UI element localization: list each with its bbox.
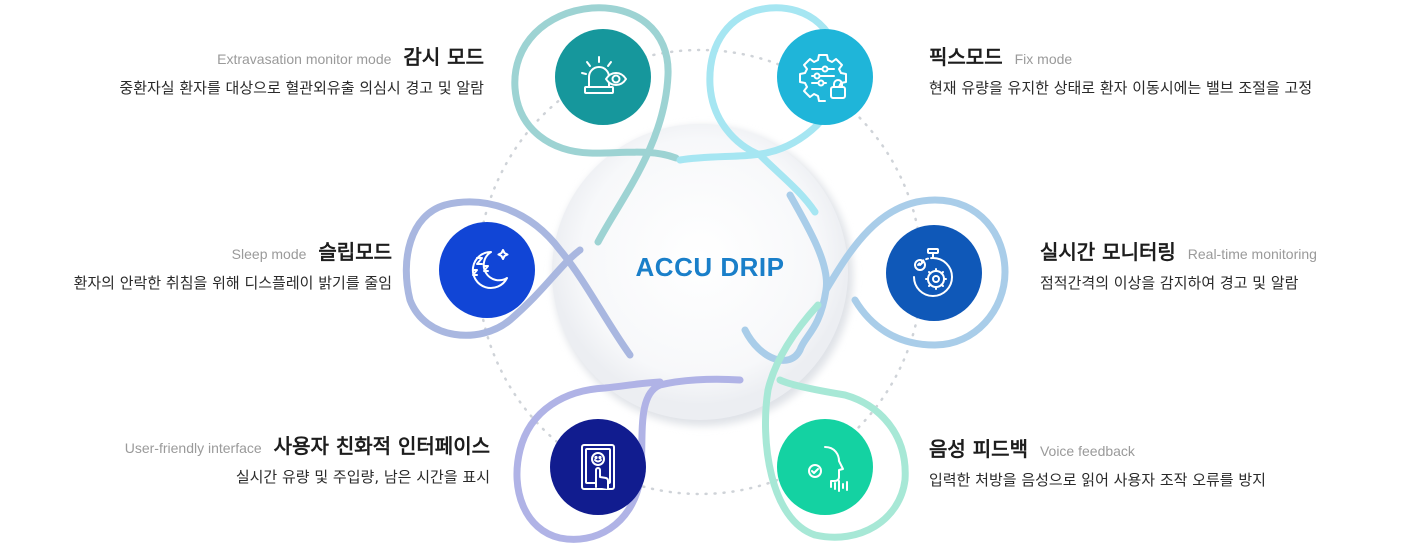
loop-voice <box>762 301 909 541</box>
sleep-mode-desc: 환자의 안락한 취침을 위해 디스플레이 밝기를 줄임 <box>73 274 392 292</box>
realtime-monitoring-desc: 점적간격의 이상을 감지하여 경고 및 알람 <box>1040 274 1299 292</box>
loop-realtime <box>741 191 1009 364</box>
voice-feedback-title-ko: 음성 피드백 <box>929 437 1028 461</box>
alarm-eye-icon <box>581 56 627 94</box>
user-interface-desc: 실시간 유량 및 주입량, 남은 시간을 표시 <box>235 468 490 486</box>
realtime-monitoring-circle <box>886 225 982 321</box>
sleep-mode-title-ko: 슬립모드 <box>318 240 392 264</box>
fix-mode-circle <box>777 29 873 125</box>
sleep-mode-circle <box>439 222 535 318</box>
fix-mode-label: 픽스모드 Fix mode 현재 유량을 유지한 상태로 환자 이동시에는 밸브… <box>929 41 1312 98</box>
realtime-monitoring-label: 실시간 모니터링 Real-time monitoring 점적간격의 이상을 … <box>1040 236 1317 293</box>
voice-feedback-label: 음성 피드백 Voice feedback 입력한 처방을 음성으로 읽어 사용… <box>929 433 1266 490</box>
realtime-monitoring-title-ko: 실시간 모니터링 <box>1040 240 1176 264</box>
voice-feedback-desc: 입력한 처방을 음성으로 읽어 사용자 조작 오류를 방지 <box>929 471 1266 489</box>
voice-feedback-title-en: Voice feedback <box>1039 443 1135 459</box>
monitor-mode-label: Extravasation monitor mode 감시 모드 중환자실 환자… <box>119 41 484 98</box>
monitor-mode-title-ko: 감시 모드 <box>403 45 484 69</box>
monitor-mode-desc: 중환자실 환자를 대상으로 혈관외유출 의심시 경고 및 알람 <box>119 79 484 97</box>
loop-sleep <box>402 198 634 359</box>
loop-ui <box>513 375 744 543</box>
voice-face-icon <box>808 446 848 492</box>
sleep-mode-label: Sleep mode 슬립모드 환자의 안락한 취침을 위해 디스플레이 밝기를… <box>74 236 392 293</box>
voice-feedback-circle <box>777 419 873 515</box>
touch-screen-icon <box>581 444 615 490</box>
user-interface-title-ko: 사용자 친화적 인터페이스 <box>273 434 490 458</box>
fix-mode-title-ko: 픽스모드 <box>929 45 1003 69</box>
monitor-mode-circle <box>555 29 651 125</box>
fix-mode-desc: 현재 유량을 유지한 상태로 환자 이동시에는 밸브 조절을 고정 <box>929 79 1313 97</box>
loop-fix <box>676 4 844 216</box>
realtime-monitoring-title-en: Real-time monitoring <box>1187 246 1317 262</box>
sleep-mode-title-en: Sleep mode <box>231 246 307 262</box>
center-title: ACCU DRIP <box>635 252 785 282</box>
user-interface-circle <box>550 419 646 515</box>
moon-sleep-icon <box>471 249 509 289</box>
fix-mode-title-en: Fix mode <box>1014 51 1073 67</box>
gear-sliders-lock-icon <box>799 54 847 102</box>
user-interface-title-en: User-friendly interface <box>124 440 262 456</box>
loop-monitor <box>511 4 680 246</box>
stopwatch-gear-icon <box>913 248 953 297</box>
user-interface-label: User-friendly interface 사용자 친화적 인터페이스 실시… <box>125 430 490 487</box>
monitor-mode-title-en: Extravasation monitor mode <box>217 51 392 67</box>
